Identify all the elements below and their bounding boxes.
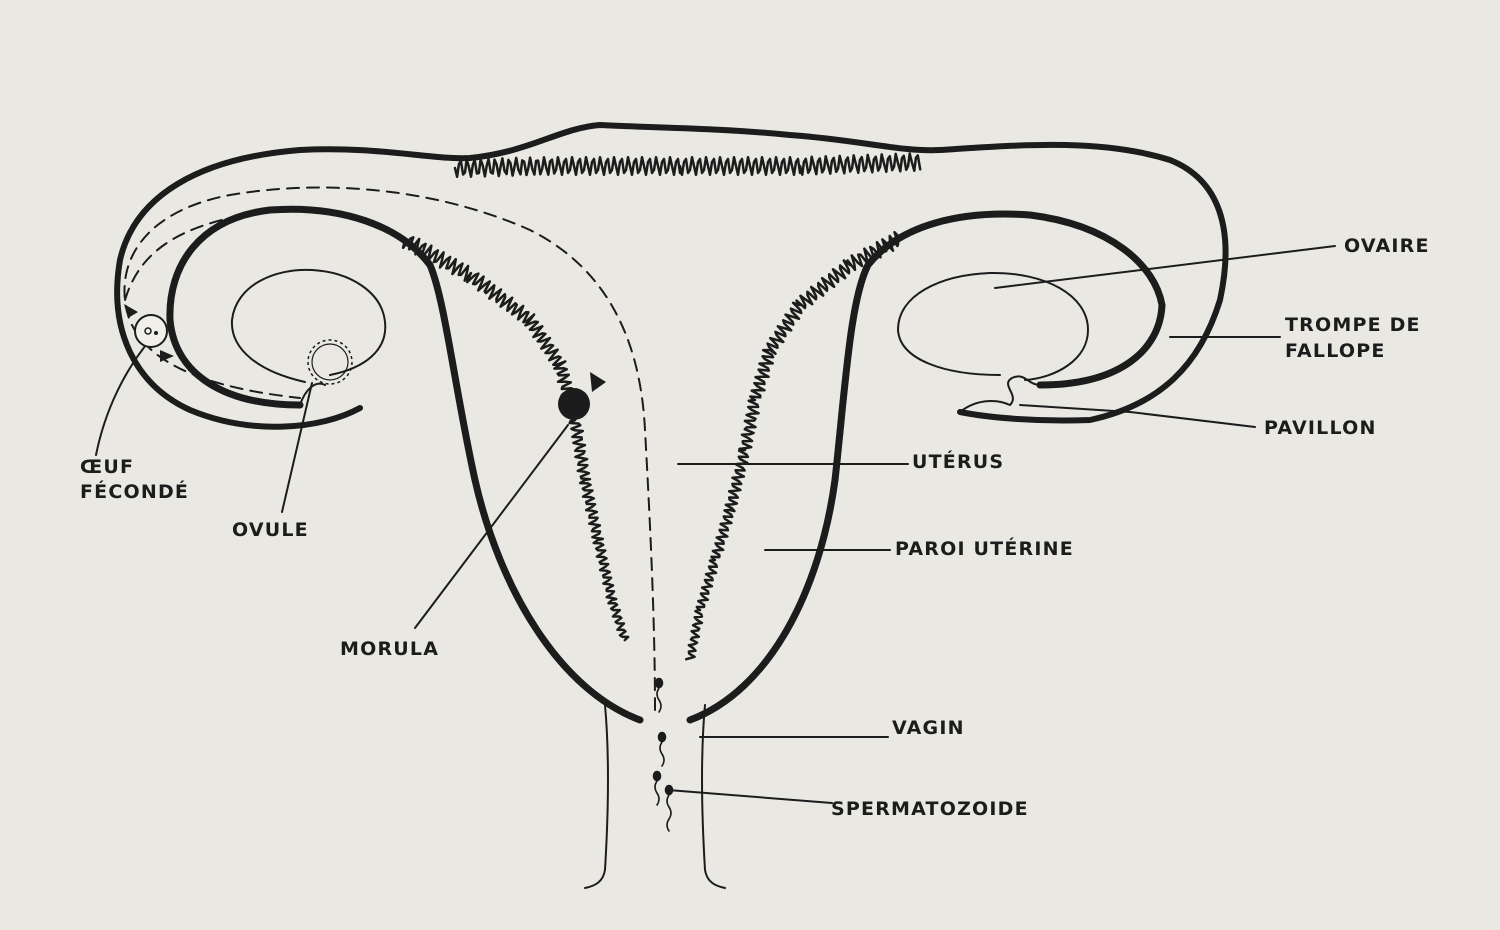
endometrium-right (684, 230, 902, 661)
label-ovule: OVULE (232, 519, 309, 541)
right-tube-inner-wall (686, 210, 1166, 724)
sperm-cell (654, 677, 664, 713)
label-ovaire: OVAIRE (1344, 235, 1430, 257)
egg-path-dashed-inner (124, 211, 261, 301)
vagina-right-wall (700, 704, 726, 889)
sperm-cell (652, 770, 662, 806)
sperm-cell (664, 784, 674, 832)
label-vagin: VAGIN (892, 717, 965, 739)
vagina-left-wall (584, 704, 610, 889)
label-morula: MORULA (340, 638, 440, 660)
label-spermatozoide: SPERMATOZOIDE (831, 798, 1029, 820)
left-ovary (230, 268, 387, 383)
label-oeuf-line1: ŒUF (80, 456, 135, 478)
label-trompe-line1: TROMPE DE (1285, 314, 1421, 336)
spermatozoide-leader (667, 789, 833, 804)
label-uterus: UTÉRUS (912, 451, 1005, 473)
ovaire-leader (994, 245, 1336, 289)
morula-mass (558, 372, 606, 420)
ovule-cell (307, 339, 353, 385)
oeuf-leader (95, 339, 151, 456)
label-oeuf-line2: FÉCONDÉ (80, 481, 190, 503)
pavillon-leader (1019, 404, 1256, 428)
left-pavillon-fringe (299, 382, 326, 406)
egg-path-dashed (123, 186, 656, 711)
uterus-outer-wall (166, 205, 644, 724)
right-pavillon-fringe (959, 375, 1041, 413)
label-paroi-uterine: PAROI UTÉRINE (895, 538, 1074, 560)
label-pavillon: PAVILLON (1264, 417, 1377, 439)
sperm-cell (657, 731, 667, 767)
left-tube-outer-wall (114, 122, 1229, 430)
fertilized-egg (124, 304, 174, 362)
label-trompe-line2: FALLOPE (1285, 340, 1386, 362)
ovule-leader (281, 382, 313, 513)
right-ovary (897, 271, 1089, 381)
morula-leader (414, 424, 569, 629)
endometrium-fundus (453, 152, 922, 179)
